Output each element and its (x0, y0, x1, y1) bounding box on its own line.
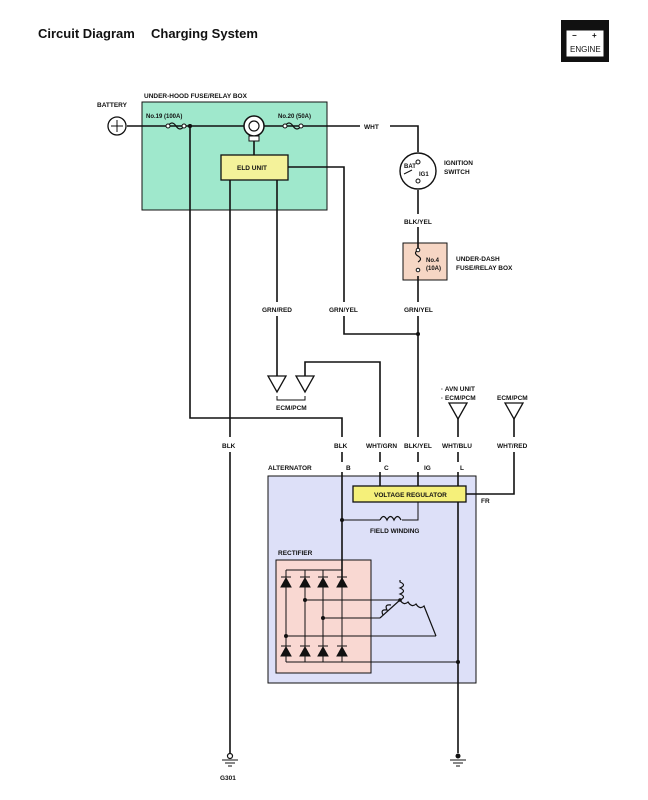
under-hood-fuse-box-label: UNDER-HOOD FUSE/RELAY BOX (144, 93, 248, 100)
stator-winding-symbol (379, 580, 437, 637)
ignition-switch-label-2: SWITCH (444, 169, 470, 176)
avn-connector-symbol (447, 402, 469, 421)
voltage-regulator-box (352, 485, 467, 503)
wire-label-blk-yel-ig: BLK/YEL (404, 443, 432, 450)
badge-label: ENGINE (570, 45, 601, 54)
ecm-pcm-left-label: ECM/PCM (276, 405, 307, 412)
battery-symbol (107, 116, 127, 136)
badge-plus-sign: + (592, 31, 597, 40)
ignition-switch-label-1: IGNITION (444, 160, 473, 167)
ecm-pcm-right-connector-symbol (503, 402, 525, 421)
rectifier-label: RECTIFIER (278, 550, 313, 557)
under-dash-label-1: UNDER-DASH (456, 256, 500, 263)
ground-label-g301: G301 (220, 775, 236, 782)
wire-label-grn-yel-2: GRN/YEL (404, 307, 433, 314)
fuse-19-label: No.19 (100A) (146, 114, 182, 120)
terminal-label-c: C (384, 465, 389, 472)
under-dash-label-2: FUSE/RELAY BOX (456, 265, 513, 272)
ground-symbol-g301 (222, 752, 238, 767)
fuse-20-label: No.20 (50A) (278, 114, 311, 120)
fuse-20-symbol (282, 122, 304, 130)
eld-unit-label: ELD UNIT (237, 165, 267, 172)
alternator-label: ALTERNATOR (268, 465, 312, 472)
rectifier-diodes-upper (280, 576, 348, 588)
wire-label-grn-yel-1: GRN/YEL (329, 307, 358, 314)
page-title: Circuit Diagram (38, 26, 135, 41)
wire-label-wht-red: WHT/RED (497, 443, 528, 450)
field-winding-coil (379, 515, 402, 522)
wire-label-blk-yel-top: BLK/YEL (404, 219, 432, 226)
fuse-4-symbol (414, 247, 422, 273)
wire-label-grn-red: GRN/RED (262, 307, 292, 314)
ignition-switch-symbol (399, 152, 437, 190)
wire-label-wht-grn: WHT/GRN (366, 443, 397, 450)
relay-icon (243, 115, 265, 142)
voltage-regulator-label: VOLTAGE REGULATOR (374, 492, 447, 499)
wire-label-blk-left: BLK (222, 443, 236, 450)
rectifier-diodes-lower (280, 645, 348, 657)
eld-unit-box (220, 154, 289, 181)
battery-label: BATTERY (97, 102, 128, 109)
terminal-label-b: B (346, 465, 351, 472)
ig1-terminal-label: IG1 (419, 172, 429, 178)
ecm-pcm-left-connectors (266, 375, 316, 401)
terminal-label-ig: IG (424, 465, 431, 472)
terminal-label-fr: FR (481, 498, 490, 505)
fuse-4-label-a: No.4 (426, 258, 440, 264)
fuse-4-label-b: (10A) (426, 266, 441, 272)
ground-symbol-alternator (450, 753, 466, 767)
field-winding-label: FIELD WINDING (370, 528, 419, 535)
badge-minus-sign: − (572, 31, 577, 40)
wire-label-wht: WHT (364, 124, 379, 131)
ecm-pcm-right-label: ECM/PCM (497, 395, 528, 402)
engine-badge: − + ENGINE (561, 20, 609, 62)
terminal-label-l: L (460, 465, 464, 472)
wire-label-wht-blu: WHT/BLU (442, 443, 472, 450)
wire-label-blk-b: BLK (334, 443, 348, 450)
bat-terminal-label: BAT (404, 164, 416, 170)
junction-dots (188, 124, 460, 664)
page-subtitle: Charging System (151, 26, 258, 41)
avn-unit-label-1: · AVN UNIT (441, 386, 475, 393)
under-dash-fuse-relay-box (402, 242, 448, 281)
avn-unit-label-2: · ECM/PCM (441, 395, 476, 402)
